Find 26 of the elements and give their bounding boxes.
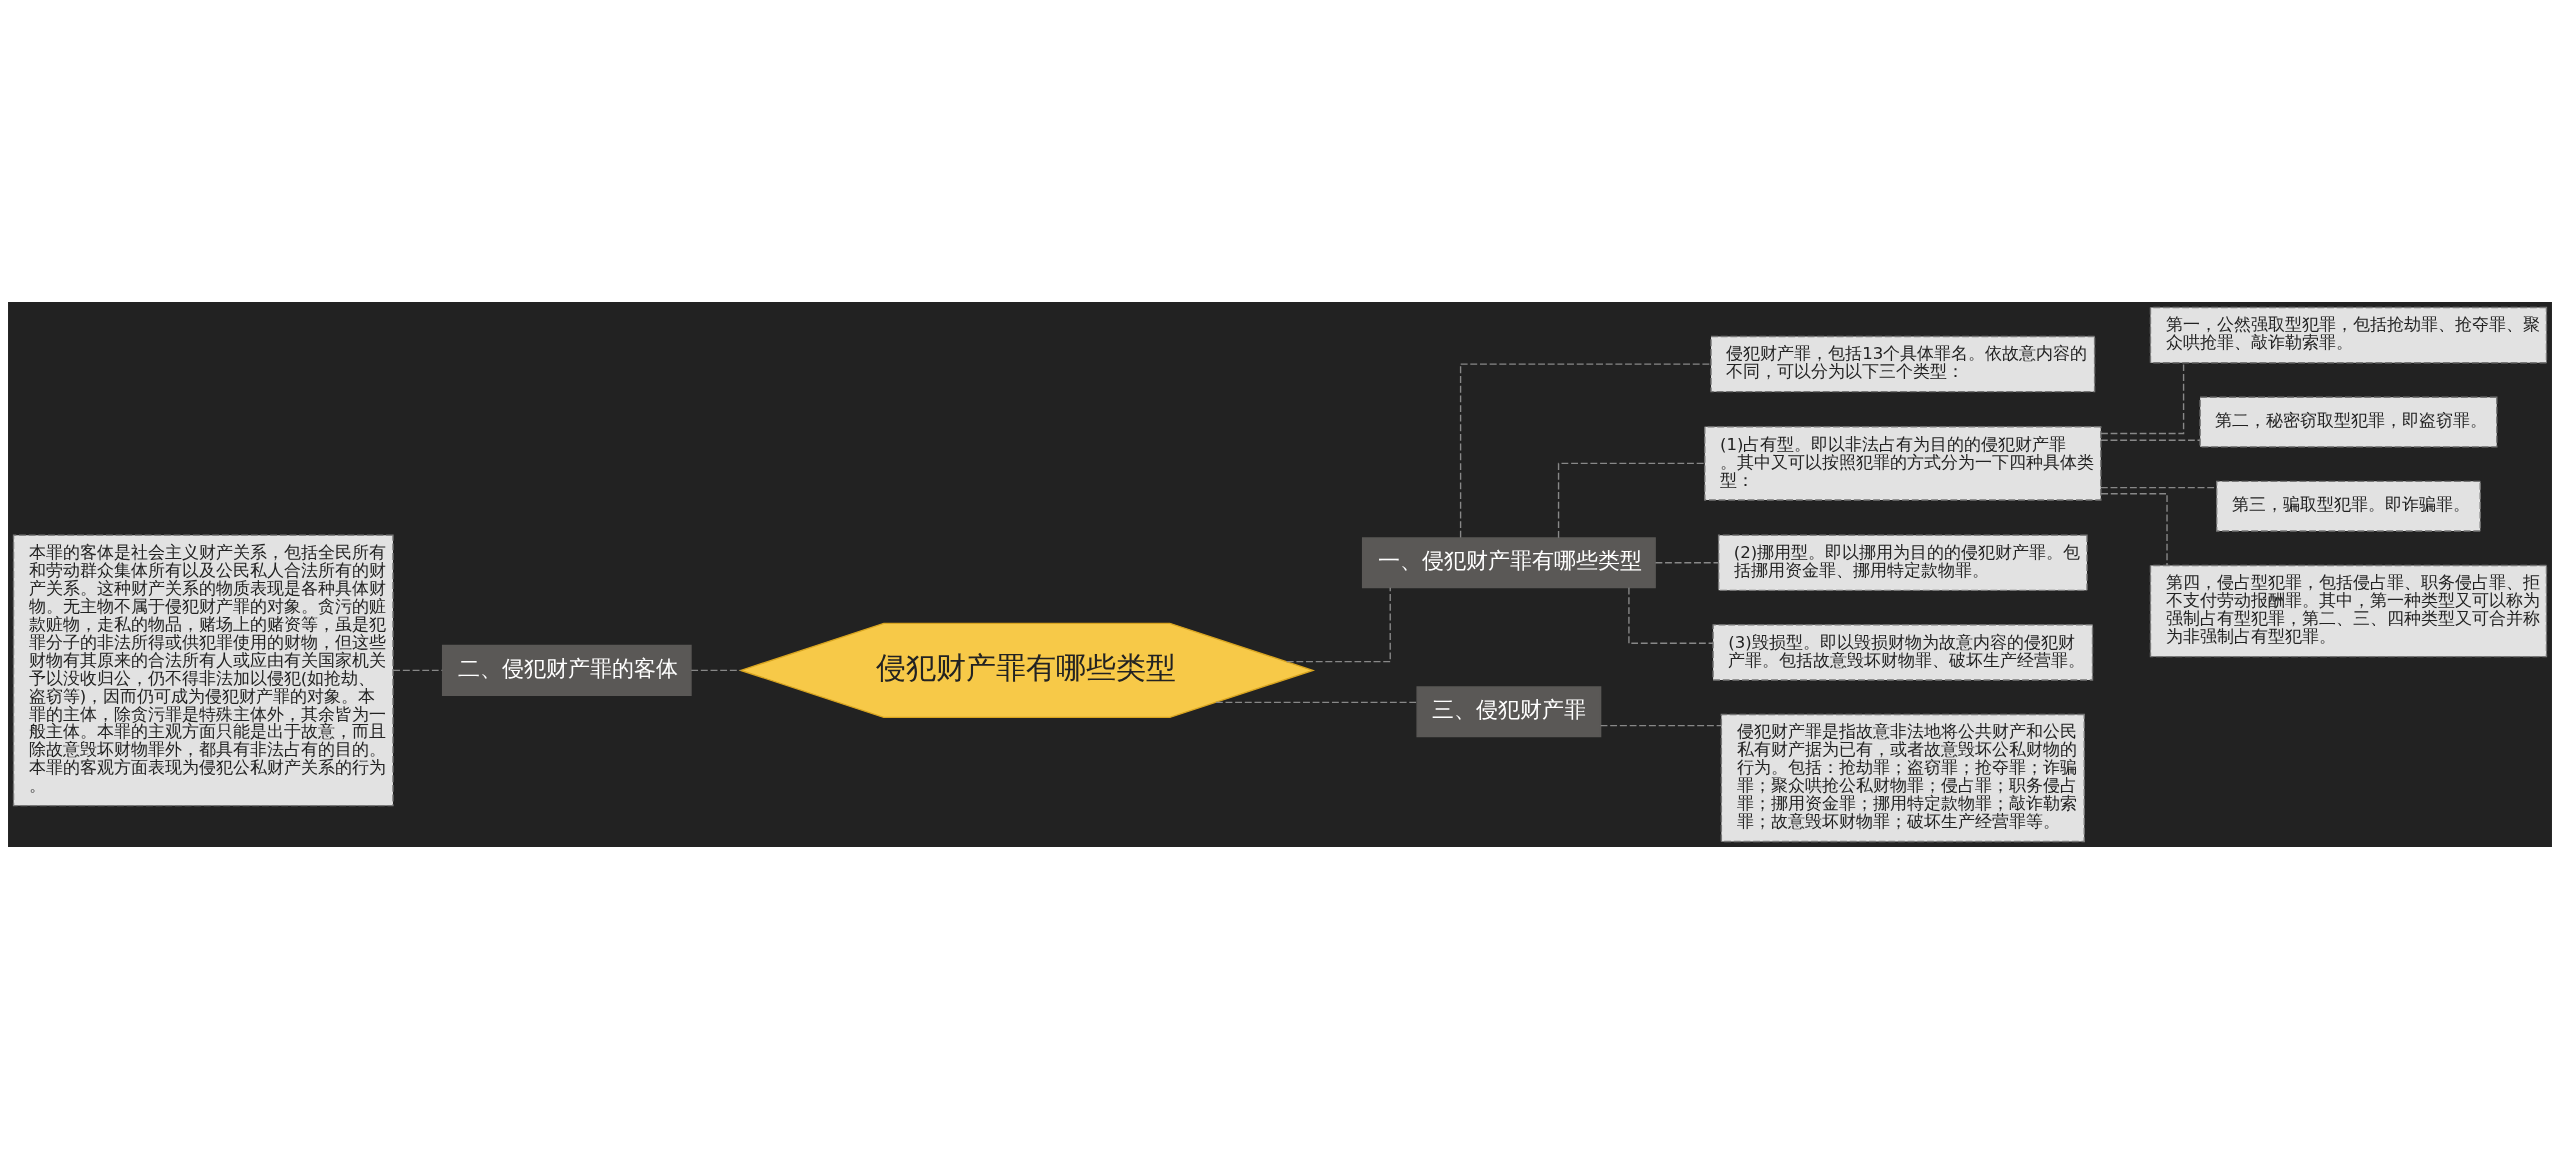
node-box: (2)挪用型。即以挪用为目的的侵犯财产罪。包括挪用资金罪、挪用特定款物罪。 [1717, 534, 2088, 592]
node-box: 一、侵犯财产罪有哪些类型 [1361, 537, 1656, 589]
connector [1215, 701, 1418, 704]
node-box: (1)占有型。即以非法占有为目的的侵犯财产罪。其中又可以按照犯罪的方式分为一下四种具体类型： [1704, 426, 2102, 501]
node-box: 第四，侵占型犯罪，包括侵占罪、职务侵占罪、拒不支付劳动报酬罪。其中，第一种类型又可以称为强制占有型犯罪，第二、三、四种类型又可合并称为非强制占有型犯罪。 [2149, 564, 2548, 658]
connector [1628, 587, 1714, 644]
node-box: 二、侵犯财产罪的客体 [441, 644, 692, 696]
connector [1459, 363, 1712, 539]
node-box: 三、侵犯财产罪 [1416, 686, 1602, 738]
node-box: 本罪的客体是社会主义财产关系，包括全民所有和劳动群众集体所有以及公民私人合法所有的财产关系。这种财产关系的物质表现是各种具体财物。无主物不属于侵犯财产罪的对象。贪污的赃款赃物，走私的物品，赌场上的赌资等，虽是犯罪分子的非法所得或供犯罪使用的财物，但这些财物有其原来的合法所有人或应由有关国家机关予以没收归公，仍不得非法加以侵犯(如抢劫、盗窃等)，因而仍可成为侵犯财产罪的对象。本罪的主体，除贪污罪是特殊主体外，其余皆为一般主体。本罪的主观方面只能是出于故意，而且除故意毁坏财物罪外，都具有非法占有的目的。本罪的客观方面表现为侵犯公私财产关系的行为。 [12, 534, 394, 807]
node-box: 第一，公然强取型犯罪，包括抢劫罪、抢夺罪、聚众哄抢罪、敲诈勒索罪。 [2149, 306, 2548, 364]
node-box: 第三，骗取型犯罪。即诈骗罪。 [2216, 480, 2481, 532]
node-box: 侵犯财产罪是指故意非法地将公共财产和公民私有财产据为已有，或者故意毁坏公私财物的行为。包括：抢劫罪；盗窃罪；抢夺罪；诈骗罪；聚众哄抢公私财物罪；侵占罪；职务侵占罪；挪用资金罪；挪用特定款物罪；敲诈勒索罪；故意毁坏财物罪；破坏生产经营罪等。 [1720, 713, 2085, 843]
connector [2100, 439, 2201, 441]
node-box: (3)毁损型。即以毁损财物为故意内容的侵犯财产罪。包括故意毁坏财物罪、破坏生产经营罪。 [1712, 624, 2094, 681]
connector [1600, 724, 1722, 727]
connector [392, 669, 443, 672]
node-box: 第二，秘密窃取型犯罪，即盗窃罪。 [2199, 396, 2498, 448]
connector [1557, 462, 1706, 539]
connector [2100, 493, 2168, 567]
connector [1654, 562, 1719, 564]
connector [1285, 587, 1391, 663]
connector [2100, 362, 2185, 435]
node-box: 侵犯财产罪，包括13个具体罪名。依故意内容的不同，可以分为以下三个类型： [1710, 335, 2096, 393]
connector [690, 669, 742, 672]
connector [2100, 486, 2217, 489]
